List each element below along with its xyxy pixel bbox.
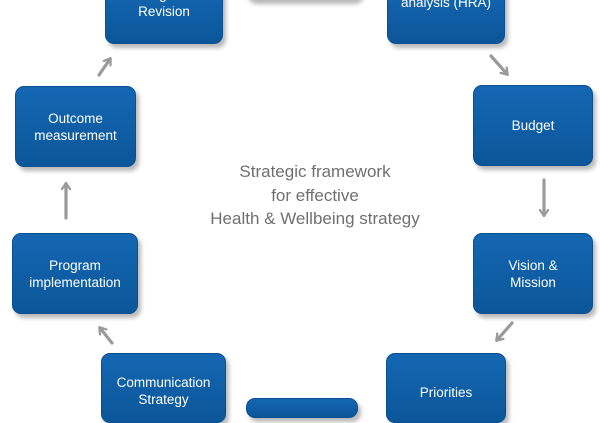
step-label: Program Revision [138, 0, 190, 19]
step-label: Vision & Mission [508, 257, 558, 290]
step-program-revision: Program Revision [105, 0, 223, 44]
framework-title: Strategic framework for effective Health… [210, 162, 420, 228]
flow-arrows [0, 54, 600, 345]
step-label: Budget [511, 118, 555, 133]
step-program-implementation: Program implementation [12, 233, 138, 314]
step-risk-analysis: Risk and data analysis (HRA) [387, 0, 505, 44]
step-budget: Budget [473, 85, 593, 166]
step-bottom-center [246, 398, 358, 418]
step-label: Outcome measurement [34, 110, 117, 143]
step-label: Program implementation [29, 257, 121, 290]
step-priorities: Priorities [386, 353, 506, 423]
step-label: Communication Strategy [116, 375, 211, 407]
step-label: Risk and data analysis (HRA) [400, 0, 492, 10]
step-communication-strategy: Communication Strategy [101, 353, 226, 423]
step-label: Priorities [419, 385, 473, 400]
step-outcome-measurement: Outcome measurement [15, 86, 136, 167]
step-vision-mission: Vision & Mission [473, 233, 593, 314]
arrow-risk-to-budget [489, 54, 507, 74]
arrow-communication-to-implementation [100, 328, 114, 345]
arrow-outcome-to-revision [97, 59, 110, 77]
arrow-vision-to-priorities [497, 321, 514, 340]
